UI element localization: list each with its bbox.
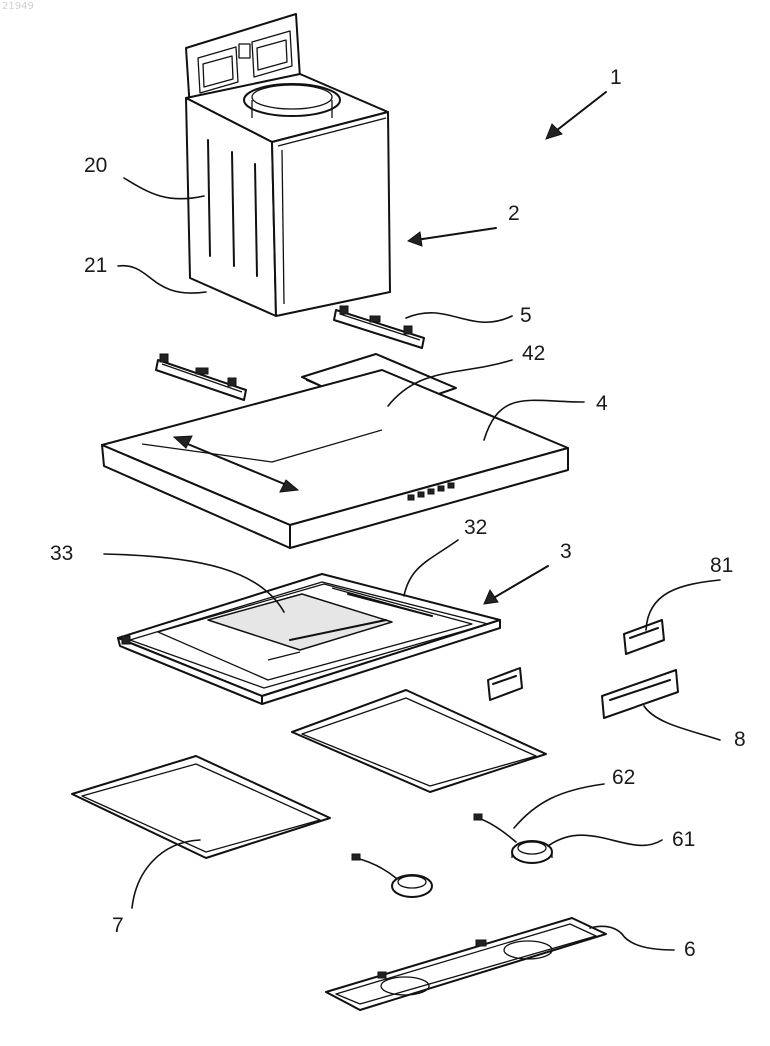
label-2: 2 [508,202,520,225]
part-81-connector [624,620,664,654]
label-42: 42 [522,342,545,365]
part-5-rail-left [156,354,246,400]
leader-62 [514,784,604,828]
label-33: 33 [50,542,73,565]
leader-32 [404,540,458,596]
small-connector [488,668,522,700]
label-61: 61 [672,828,695,851]
label-62: 62 [612,766,635,789]
label-81: 81 [710,554,733,577]
label-5: 5 [520,304,532,327]
cup-left [352,854,432,897]
label-32: 32 [464,516,487,539]
part-61-cup [512,841,552,863]
watermark-text: 21949 [2,1,34,12]
leader-61 [548,835,662,846]
label-21: 21 [84,254,107,277]
arrow-1 [546,92,606,139]
label-3: 3 [560,540,572,563]
leader-6 [590,926,674,950]
label-4: 4 [596,392,608,415]
part-2-cabinet [186,14,390,316]
arrow-2 [408,228,496,246]
part-4-pedestal [102,370,568,548]
part-62-cord [474,814,516,842]
leader-5 [406,313,512,322]
leader-8 [644,706,720,740]
label-6: 6 [684,938,696,961]
arrow-3 [484,566,548,604]
part-8-connector [602,670,678,718]
label-8: 8 [734,728,746,751]
label-1: 1 [610,66,622,89]
part-3-frame [118,574,500,704]
part-7-panel [72,756,330,858]
label-20: 20 [84,154,107,177]
label-7: 7 [112,914,124,937]
part-5-rail-right [334,306,424,348]
part-6-base [326,918,606,1010]
panel-right [292,690,546,792]
